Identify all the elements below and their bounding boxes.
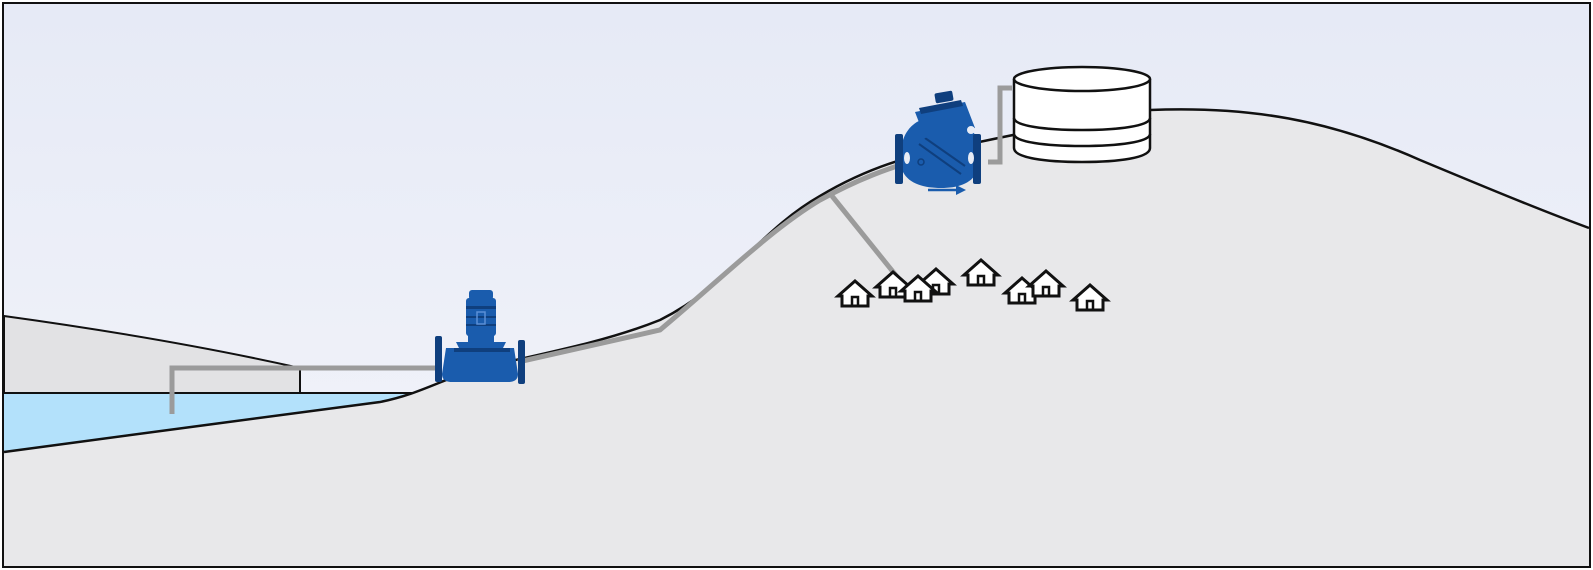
house-door-icon — [1017, 292, 1027, 305]
house-door-icon — [888, 286, 898, 299]
house-icon — [1001, 275, 1043, 305]
house-door-icon — [913, 290, 923, 303]
vertical-inline-pump-icon — [435, 290, 525, 384]
tank-feed-pipe — [988, 85, 1012, 165]
intake-pipe-icon — [169, 365, 438, 414]
control-valve-icon — [895, 90, 981, 188]
house-icon — [1025, 268, 1067, 298]
main-hill — [4, 109, 1589, 566]
storage-tank-icon — [1012, 65, 1152, 164]
hill-outline — [3, 108, 1590, 454]
house-door-icon — [850, 295, 860, 308]
rising-main-pipe — [517, 159, 911, 365]
houses-group — [834, 257, 1111, 312]
distribution-branch-pipe — [830, 194, 900, 280]
flow-direction-arrow-icon — [928, 185, 966, 195]
house-icon — [834, 278, 876, 308]
house-icon — [897, 273, 939, 303]
house-door-icon — [1085, 299, 1095, 312]
house-icon — [1069, 282, 1111, 312]
house-icon — [960, 257, 1002, 287]
house-door-icon — [1041, 285, 1051, 298]
house-door-icon — [976, 274, 986, 287]
